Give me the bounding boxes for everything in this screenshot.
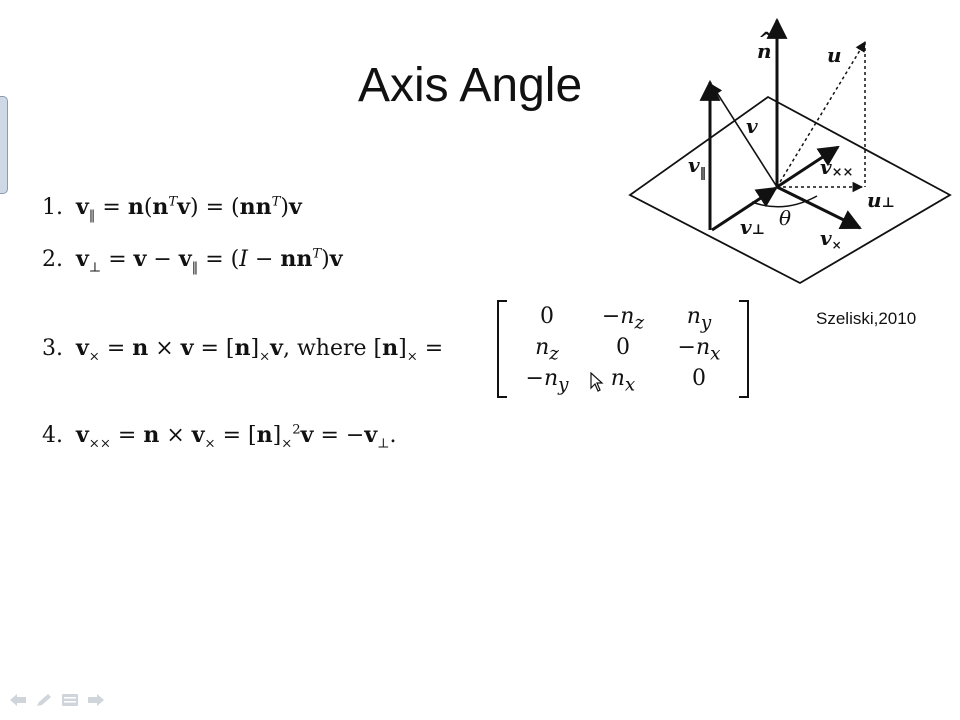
matrix-cell: nx bbox=[610, 366, 636, 396]
v-x-arrow bbox=[776, 185, 862, 230]
menu-icon[interactable] bbox=[60, 690, 80, 710]
citation: Szeliski,2010 bbox=[816, 309, 917, 328]
v-perp-arrow bbox=[711, 186, 778, 232]
matrix-cell: ny bbox=[686, 304, 712, 334]
v-arrow bbox=[711, 84, 778, 188]
matrix-cell: −nz bbox=[601, 304, 645, 334]
n-hat-label: n bbox=[757, 39, 772, 63]
v-xx-arrow bbox=[776, 145, 840, 189]
u-label: u bbox=[827, 43, 842, 67]
equation-number: 1. bbox=[42, 195, 63, 220]
theta-label: θ bbox=[779, 206, 791, 230]
plane bbox=[628, 95, 952, 285]
v-label: v bbox=[746, 114, 758, 138]
mouse-cursor-icon bbox=[590, 372, 604, 392]
equation-number: 2. bbox=[42, 247, 63, 272]
matrix-cell: −ny bbox=[525, 366, 569, 396]
u-perp-label: u⊥ bbox=[867, 188, 895, 212]
matrix-cell: nz bbox=[535, 335, 559, 365]
equation-1: 1.v‖ = n(nTv) = (nnT)v bbox=[42, 194, 302, 224]
equation-4: 4.v×× = n × v× = [n]×2v = −v⊥. bbox=[42, 422, 397, 452]
where-text: where bbox=[296, 336, 367, 361]
matrix-cell: 0 bbox=[692, 366, 706, 391]
cross-product-matrix: 0 −nz ny nz 0 −nx −ny nx 0 bbox=[497, 300, 749, 398]
previous-arrow-icon[interactable] bbox=[8, 690, 28, 710]
theta-arc bbox=[751, 195, 818, 208]
left-edge-tab[interactable] bbox=[0, 96, 8, 194]
matrix-cell: 0 bbox=[616, 335, 630, 360]
axis-angle-diagram: n ^ u v v‖ v×× u⊥ v⊥ θ v× bbox=[628, 17, 952, 285]
v-par-label: v‖ bbox=[688, 153, 706, 181]
slide-title: Axis Angle bbox=[358, 59, 583, 112]
v-perp-label: v⊥ bbox=[740, 215, 765, 239]
v-xx-label: v×× bbox=[820, 155, 853, 180]
next-arrow-icon[interactable] bbox=[86, 690, 106, 710]
equation-3: 3.v× = n × v = [n]×v, where [n]× = bbox=[42, 335, 444, 365]
svg-text:^: ^ bbox=[758, 27, 775, 51]
equation-number: 4. bbox=[42, 423, 63, 448]
u-arrow bbox=[776, 41, 866, 188]
equation-number: 3. bbox=[42, 336, 63, 361]
v-x-label: v× bbox=[820, 226, 842, 252]
pen-icon[interactable] bbox=[34, 690, 54, 710]
matrix-cell: 0 bbox=[540, 304, 554, 329]
matrix-cell: −nx bbox=[677, 335, 721, 365]
equation-2: 2.v⊥ = v − v‖ = (I − nnT)v bbox=[42, 246, 343, 276]
presentation-controls bbox=[8, 690, 106, 712]
